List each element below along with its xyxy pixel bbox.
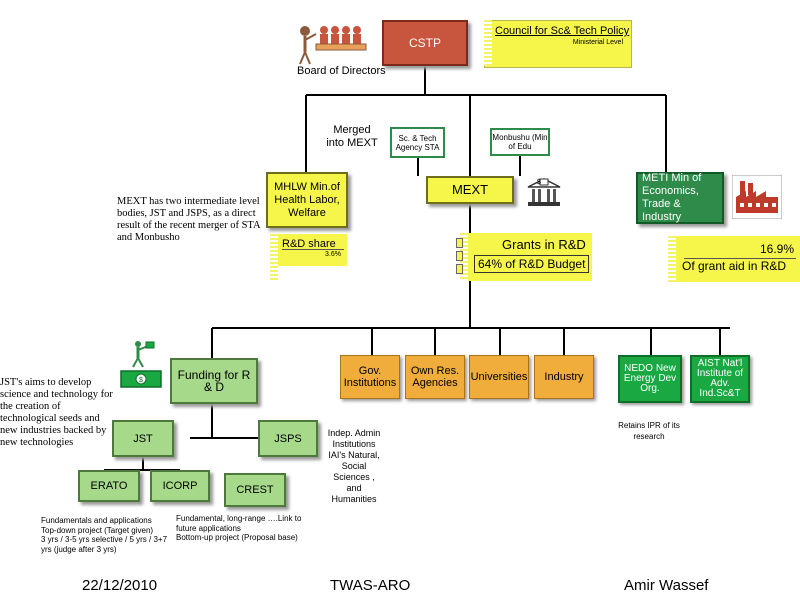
fundamentals-note: Fundamentals and applications Top-down p… (41, 516, 173, 554)
grants-label: Grants in R&D (502, 237, 586, 252)
fundamentals-line-3: 3 yrs / 3-5 yrs selective / 5 yrs / 3+7 … (41, 535, 168, 554)
funding-label: Funding for R & D (177, 368, 251, 394)
meti-grant-label: Of grant aid in R&D (682, 259, 787, 273)
meti-grant-stripe (668, 236, 676, 282)
meti-grant-underline (684, 258, 796, 259)
indep-note: Indep. Admin Institutions IAI's Natural,… (327, 428, 381, 504)
cstp-label: CSTP (408, 36, 441, 50)
crest-label: CREST (236, 484, 274, 496)
mext-note: MEXT has two intermediate level bodies, … (117, 196, 261, 243)
board-label: Board of Directors (297, 65, 386, 77)
footer-org: TWAS-ARO (330, 577, 411, 594)
meti-label: METI Min of Economics, Trade & Industry (642, 172, 702, 223)
funding-box: Funding for R & D (170, 358, 258, 404)
dollar-icon: $ (537, 179, 541, 186)
rd-share-stripe (270, 234, 278, 280)
nedo-label: NEDO New Energy Dev Org. (623, 363, 677, 394)
fundamentals-line-2: Top-down project (Target given) (41, 525, 154, 535)
fundamental-long-note: Fundamental, long-range ….Link to future… (176, 514, 316, 543)
nedo-box: NEDO New Energy Dev Org. (618, 355, 682, 403)
universities-box: Universities (469, 355, 529, 399)
erato-box: ERATO (78, 470, 140, 502)
mhlw-box: MHLW Min.of Health Labor, Welfare (266, 172, 348, 228)
fundamental-long-line-1: Fundamental, long-range ….Link to future… (176, 514, 302, 533)
own-agencies-box: Own Res. Agencies (405, 355, 465, 399)
erato-label: ERATO (90, 480, 128, 492)
cstp-box: CSTP (382, 20, 468, 66)
factory-icon (732, 175, 782, 219)
footer-author: Amir Wassef (624, 577, 709, 594)
aist-label: AIST Nat'l Institute of Adv. Ind.Sc&T (696, 358, 744, 399)
grants-box: Grants in R&D 64% of R&D Budget (462, 233, 592, 281)
jst-label: JST (133, 432, 153, 445)
own-agencies-label: Own Res. Agencies (410, 365, 460, 389)
meti-grant-box: 16.9% Of grant aid in R&D (672, 236, 800, 282)
monbushu-box: Monbushu (Min of Edu (490, 128, 550, 156)
rd-share-underline (282, 249, 344, 250)
gov-institutions-box: Gov. Institutions (340, 355, 400, 399)
meti-grant-value: 16.9% (759, 242, 794, 256)
sta-label: Sc. & Tech Agency STA (395, 133, 440, 152)
fundamental-long-line-2: Bottom-up project (Proposal base) (176, 533, 298, 542)
mhlw-label: MHLW Min.of Health Labor, Welfare (274, 180, 340, 219)
rd-share-box: R&D share 3.6% (270, 234, 347, 266)
board-of-directors-icon (299, 26, 367, 65)
meti-box: METI Min of Economics, Trade & Industry (636, 172, 724, 224)
bank-icon (527, 178, 561, 206)
council-box: Council for Sc& Tech Policy Ministerial … (484, 20, 632, 68)
jsps-box: JSPS (258, 420, 318, 457)
gov-institutions-label: Gov. Institutions (343, 365, 397, 389)
person-money-icon (132, 341, 155, 368)
footer-date: 22/12/2010 (82, 577, 158, 594)
mext-label: MEXT (451, 182, 489, 197)
monbushu-label: Monbushu (Min of Edu (492, 133, 548, 151)
rd-share-value: 3.6% (325, 251, 341, 258)
council-title: Council for Sc& Tech Policy (495, 25, 630, 37)
grants-stripe (460, 233, 468, 281)
icorp-box: ICORP (150, 470, 210, 502)
council-subtitle: Ministerial Level (572, 39, 623, 46)
retains-ipr-note: Retains IPR of its research (618, 421, 680, 441)
sta-box: Sc. & Tech Agency STA (390, 127, 445, 158)
budget-label: 64% of R&D Budget (474, 255, 590, 273)
council-stripe (484, 20, 492, 66)
icorp-label: ICORP (162, 480, 198, 492)
jsps-label: JSPS (274, 432, 302, 445)
rd-share-label: R&D share (282, 238, 336, 250)
industry-label: Industry (544, 371, 584, 383)
crest-box: CREST (224, 473, 286, 507)
jst-aims-note: JST's aims to develop science and techno… (0, 377, 113, 448)
grants-bracket (456, 238, 463, 276)
svg-text:$: $ (139, 377, 143, 384)
industry-box: Industry (534, 355, 594, 399)
aist-box: AIST Nat'l Institute of Adv. Ind.Sc&T (690, 355, 750, 403)
fundamentals-line-1: Fundamentals and applications (41, 516, 152, 525)
merged-label: Merged into MEXT (326, 124, 378, 149)
mext-box: MEXT (426, 176, 514, 204)
banknote-icon: $ (120, 370, 162, 388)
jst-box: JST (112, 420, 174, 457)
universities-label: Universities (470, 371, 528, 383)
